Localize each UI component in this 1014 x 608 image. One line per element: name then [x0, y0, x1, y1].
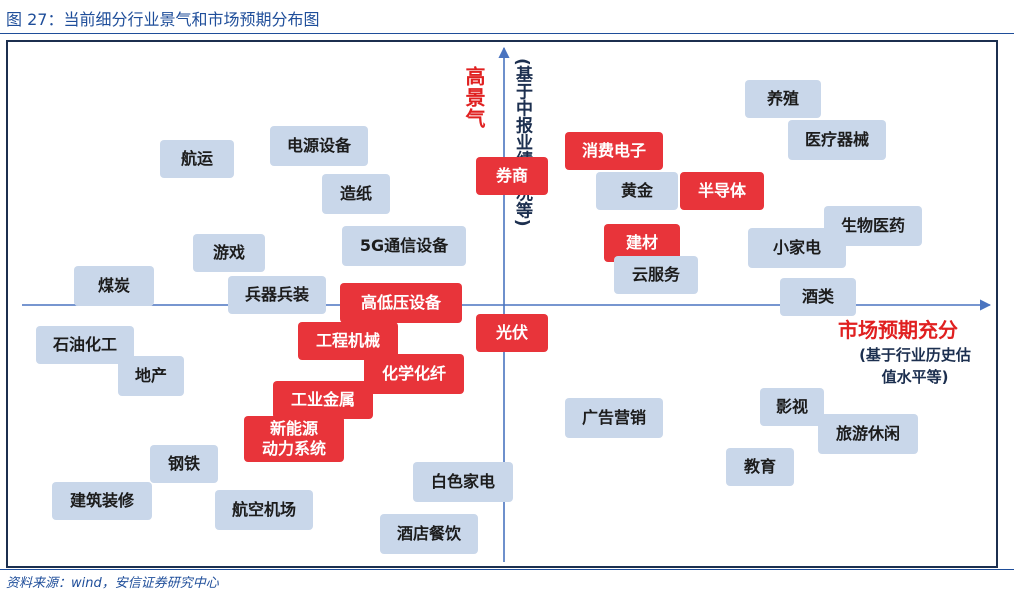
- industry-box: 养殖: [745, 80, 821, 118]
- industry-box: 煤炭: [74, 266, 154, 306]
- industry-box: 钢铁: [150, 445, 218, 483]
- footer-divider: [0, 569, 1014, 570]
- industry-box: 旅游休闲: [818, 414, 918, 454]
- industry-box: 工程机械: [298, 322, 398, 360]
- industry-box: 黄金: [596, 172, 678, 210]
- industry-box: 电源设备: [270, 126, 368, 166]
- industry-box: 光伏: [476, 314, 548, 352]
- source-note: 资料来源：wind，安信证券研究中心: [6, 576, 219, 591]
- industry-box: 化学化纤: [364, 354, 464, 394]
- industry-box: 航空机场: [215, 490, 313, 530]
- industry-box: 生物医药: [824, 206, 922, 246]
- industry-box: 新能源 动力系统: [244, 416, 344, 462]
- industry-box: 半导体: [680, 172, 764, 210]
- x-axis-label: 市场预期充分: [838, 318, 958, 342]
- industry-box: 消费电子: [565, 132, 663, 170]
- x-axis-sublabel-line2: 值水平等): [881, 368, 949, 386]
- industry-box: 云服务: [614, 256, 698, 294]
- industry-box: 游戏: [193, 234, 265, 272]
- y-axis-sublabel: (基于中报业绩情况等): [512, 58, 532, 227]
- industry-box: 券商: [476, 157, 548, 195]
- industry-box: 小家电: [748, 228, 846, 268]
- industry-box: 酒类: [780, 278, 856, 316]
- industry-box: 酒店餐饮: [380, 514, 478, 554]
- industry-box: 影视: [760, 388, 824, 426]
- y-axis-label: 高景气: [462, 66, 486, 129]
- industry-box: 工业金属: [273, 381, 373, 419]
- industry-box: 广告营销: [565, 398, 663, 438]
- industry-box: 石油化工: [36, 326, 134, 364]
- industry-box: 医疗器械: [788, 120, 886, 160]
- industry-box: 造纸: [322, 174, 390, 214]
- x-axis-sublabel-line1: (基于行业历史估: [859, 346, 971, 364]
- industry-box: 5G通信设备: [342, 226, 466, 266]
- industry-box: 教育: [726, 448, 794, 486]
- industry-box: 白色家电: [413, 462, 513, 502]
- industry-box: 地产: [118, 356, 184, 396]
- figure-title: 图 27：当前细分行业景气和市场预期分布图: [6, 10, 320, 29]
- industry-box: 兵器兵装: [228, 276, 326, 314]
- x-axis-sublabel: (基于行业历史估 值水平等): [840, 344, 990, 388]
- industry-box: 高低压设备: [340, 283, 462, 323]
- industry-box: 建材: [604, 224, 680, 262]
- title-divider: [0, 33, 1014, 34]
- industry-box: 航运: [160, 140, 234, 178]
- industry-box: 建筑装修: [52, 482, 152, 520]
